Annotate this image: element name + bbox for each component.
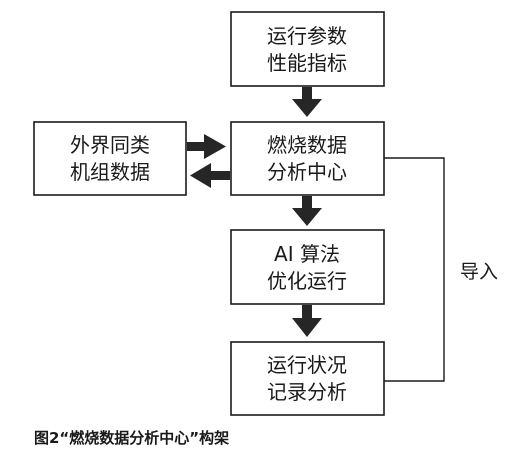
arrow-center-to-external: [190, 163, 230, 188]
feedback-label: 导入: [460, 261, 498, 283]
node-record: 运行状况 记录分析: [230, 341, 385, 416]
node-external-line-1: 外界同类: [70, 133, 150, 157]
node-ai: AI 算法 优化运行: [230, 229, 385, 305]
node-params-line-1: 运行参数: [267, 24, 347, 48]
feedback-line: [384, 157, 445, 382]
node-external-box: [33, 121, 187, 196]
node-record-line-2: 记录分析: [267, 380, 347, 404]
node-center: 燃烧数据 分析中心: [230, 121, 385, 196]
arrow-center-to-ai: [292, 196, 322, 226]
figure-caption: 图2“燃烧数据分析中心”构架: [34, 429, 229, 447]
node-external: 外界同类 机组数据: [33, 121, 187, 196]
node-center-line-1: 燃烧数据: [267, 133, 347, 157]
node-record-box: [230, 341, 385, 416]
node-external-line-2: 机组数据: [70, 160, 150, 184]
node-ai-line-1: AI 算法: [274, 242, 340, 266]
node-params-box: [230, 11, 385, 87]
node-center-box: [230, 121, 385, 196]
node-params-line-2: 性能指标: [267, 51, 347, 75]
node-ai-line-2: 优化运行: [267, 269, 347, 293]
arrow-params-to-center: [292, 87, 322, 117]
arrow-ai-to-record: [292, 305, 322, 337]
arrow-external-to-center: [187, 134, 226, 159]
node-params: 运行参数 性能指标: [230, 11, 385, 87]
node-record-line-1: 运行状况: [267, 353, 347, 377]
node-center-line-2: 分析中心: [267, 160, 347, 184]
node-ai-box: [230, 229, 385, 305]
